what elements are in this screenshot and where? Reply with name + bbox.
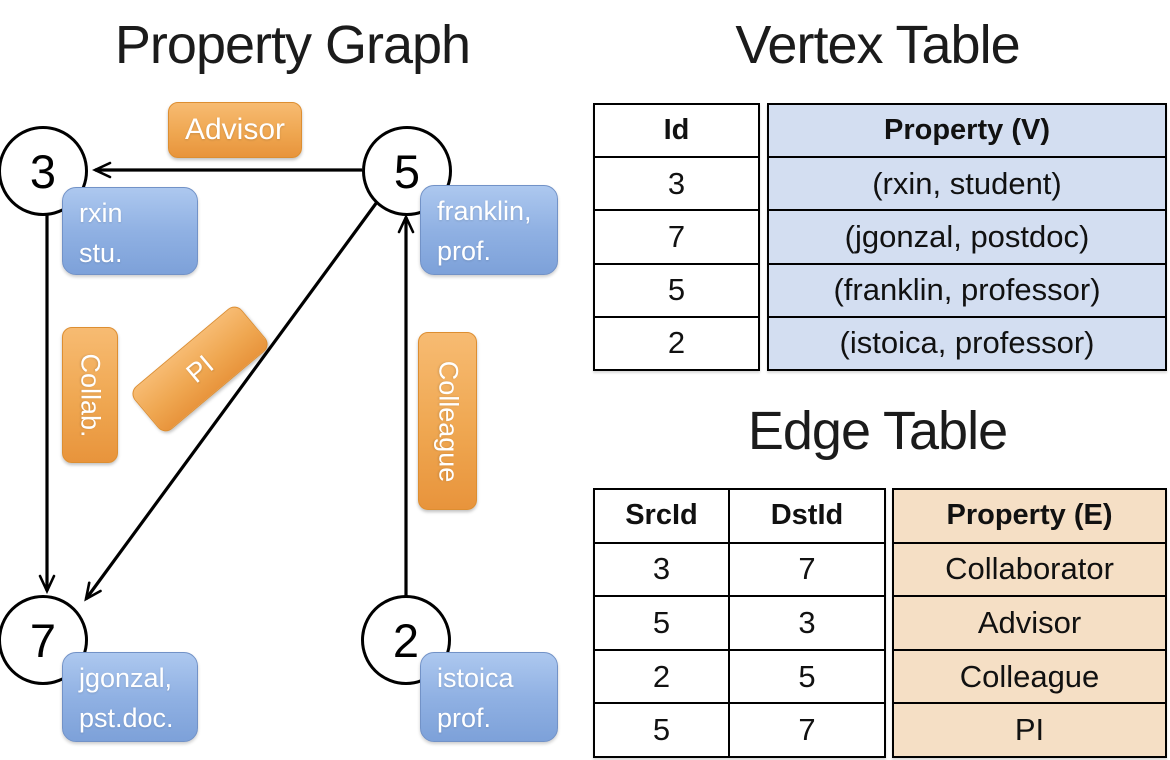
- vertex-table-property-header: Property (V): [769, 105, 1165, 157]
- edge-label-colleague: Colleague: [418, 332, 477, 510]
- srcid-cell: 5: [652, 712, 671, 748]
- vertex-table-id-header: Id: [663, 114, 690, 147]
- table-row: Colleague: [894, 648, 1165, 703]
- property-graph-title: Property Graph: [114, 15, 471, 75]
- dstid-cell: 5: [727, 650, 884, 703]
- vertex-label-istoica: istoica prof.: [420, 652, 558, 742]
- table-row: (franklin, professor): [769, 262, 1165, 316]
- edge-label-pi-text: PI: [180, 348, 220, 389]
- vertex-label-franklin-line1: franklin,: [437, 196, 532, 226]
- srcid-cell: 5: [652, 604, 671, 640]
- edge-label-collab-text: Collab.: [75, 352, 106, 438]
- node-5-id: 5: [393, 144, 421, 198]
- table-row: 7: [595, 209, 758, 262]
- graph-node-3: 3: [0, 126, 88, 216]
- table-row: 5 7: [595, 702, 884, 756]
- table-row: 2: [595, 315, 758, 369]
- edge-table-ids-header-row: SrcId DstId: [595, 490, 884, 542]
- node-3-id: 3: [29, 144, 57, 198]
- vertex-table-id-column: Id 3 7 5 2: [593, 103, 760, 371]
- dstid-cell: 7: [727, 704, 884, 756]
- edge-label-advisor: Advisor: [168, 102, 302, 158]
- vertex-label-jgonzal: jgonzal, pst.doc.: [62, 652, 198, 742]
- vertex-label-franklin-line2: prof.: [437, 236, 492, 266]
- vertex-label-jgonzal-line2: pst.doc.: [79, 703, 174, 733]
- dstid-cell: 7: [727, 543, 884, 596]
- edge-label-advisor-text: Advisor: [184, 113, 286, 146]
- table-row: 5 3: [595, 595, 884, 649]
- vertex-table-property-column: Property (V) (rxin, student) (jgonzal, p…: [767, 103, 1167, 371]
- table-row: 5: [595, 262, 758, 316]
- vertex-table-title: Vertex Table: [735, 15, 1020, 75]
- edge-table-property-header: Property (E): [894, 490, 1165, 542]
- vertex-label-rxin-line2: stu.: [79, 238, 123, 268]
- edge-5-to-7-arrow: [86, 201, 379, 599]
- vertex-label-istoica-line1: istoica: [437, 663, 514, 693]
- vertex-label-rxin: rxin stu.: [62, 187, 198, 275]
- edge-table-srcid-header: SrcId: [625, 499, 698, 532]
- table-row: 3: [595, 156, 758, 209]
- edge-table-dstid-header: DstId: [727, 490, 884, 542]
- dstid-cell: 3: [727, 597, 884, 649]
- srcid-cell: 3: [652, 551, 671, 587]
- vertex-label-franklin: franklin, prof.: [420, 185, 558, 275]
- table-row: 3 7: [595, 541, 884, 596]
- table-row: PI: [894, 702, 1165, 756]
- node-2-id: 2: [392, 613, 420, 667]
- srcid-cell: 2: [652, 658, 671, 694]
- edge-label-colleague-text: Colleague: [433, 360, 463, 482]
- edge-table-id-columns: SrcId DstId 3 7 5 3 2 5 5 7: [593, 488, 886, 758]
- edge-label-collab: Collab.: [62, 327, 118, 463]
- table-row: (istoica, professor): [769, 315, 1165, 370]
- vertex-label-jgonzal-line1: jgonzal,: [79, 663, 173, 693]
- table-row: Collaborator: [894, 541, 1165, 596]
- table-row: Advisor: [894, 595, 1165, 649]
- node-7-id: 7: [29, 613, 57, 667]
- edge-table-title: Edge Table: [747, 401, 1008, 461]
- edge-table-property-column: Property (E) Collaborator Advisor Collea…: [892, 488, 1167, 758]
- table-row: 2 5: [595, 648, 884, 703]
- vertex-label-istoica-line2: prof.: [437, 703, 492, 733]
- vertex-label-rxin-line1: rxin: [79, 198, 123, 228]
- table-row: (jgonzal, postdoc): [769, 209, 1165, 263]
- table-row: (rxin, student): [769, 156, 1165, 210]
